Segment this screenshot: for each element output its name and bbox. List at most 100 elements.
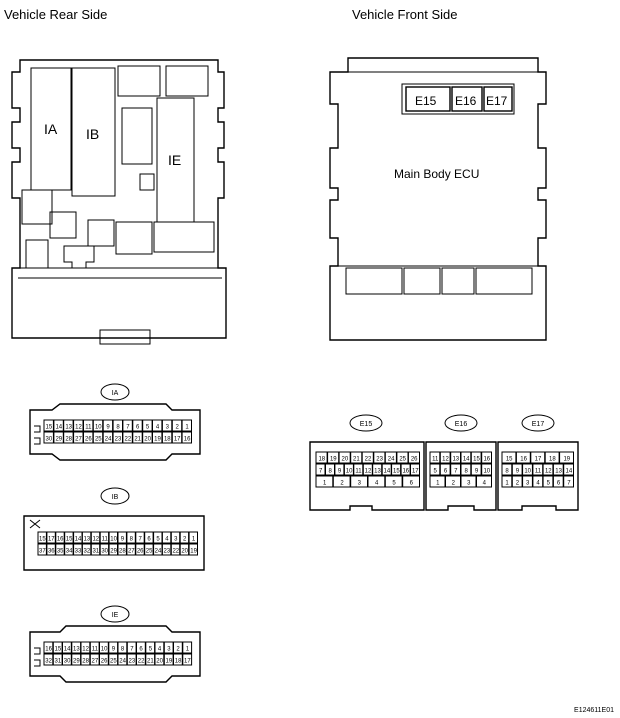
pin-number: 9 [106, 425, 110, 431]
pin-cell [117, 531, 127, 544]
pin-number: 9 [475, 469, 479, 475]
pin-number: 4 [536, 481, 540, 487]
pin-cell [188, 543, 199, 556]
pin-number: 19 [330, 457, 337, 463]
pin-cell [552, 475, 564, 488]
pin-number: 24 [388, 457, 395, 463]
pin-number: 8 [329, 469, 333, 475]
pin-number: 8 [116, 425, 120, 431]
pin-number: 5 [434, 469, 438, 475]
pin-number: 29 [73, 659, 80, 665]
pin-number: 14 [566, 469, 573, 475]
pin-cell [144, 531, 154, 544]
pin-number: 28 [82, 659, 89, 665]
pin-cell [384, 475, 403, 488]
pin-cell [179, 543, 190, 556]
pin-cell [161, 419, 173, 432]
pin-cell [332, 475, 351, 488]
pin-number: 16 [45, 647, 52, 653]
pin-number: 26 [137, 549, 144, 555]
pin-number: 29 [55, 437, 62, 443]
pin-cell [501, 463, 513, 476]
pin-number: 12 [545, 469, 552, 475]
pin-cell [181, 419, 193, 432]
pin-number: 14 [384, 469, 391, 475]
pin-number: 26 [85, 437, 92, 443]
pin-number: 18 [164, 437, 171, 443]
pin-number: 33 [75, 549, 82, 555]
pin-cell [542, 463, 554, 476]
pin-number: 17 [48, 537, 55, 543]
pin-cell [481, 463, 493, 476]
pin-number: 15 [46, 425, 53, 431]
pin-cell [522, 475, 533, 488]
connector-ie-tag: IE [112, 612, 119, 619]
pin-cell [522, 463, 533, 476]
pin-number: 5 [146, 425, 150, 431]
pin-number: 31 [55, 659, 62, 665]
pin-number: 16 [520, 457, 527, 463]
pin-number: 3 [166, 425, 170, 431]
pin-number: 17 [184, 659, 191, 665]
pin-number: 19 [166, 659, 173, 665]
pin-cell [501, 475, 513, 488]
pin-number: 17 [412, 469, 419, 475]
connector-ia-tag: IA [112, 390, 119, 397]
pin-number: 11 [85, 425, 92, 431]
pin-cell [559, 451, 574, 464]
rear-junction-block: IA IB IE [11, 59, 227, 345]
pin-cell [410, 463, 420, 476]
pin-number: 16 [483, 457, 490, 463]
pin-number: 5 [547, 481, 551, 487]
pin-number: 22 [172, 549, 179, 555]
pin-cell [439, 463, 451, 476]
pin-cell [179, 531, 190, 544]
pin-number: 24 [105, 437, 112, 443]
pin-number: 1 [323, 481, 327, 487]
pin-number: 24 [155, 549, 162, 555]
pin-cell [161, 543, 172, 556]
pin-cell [144, 543, 154, 556]
pin-number: 2 [516, 481, 520, 487]
rear-side-header: Vehicle Rear Side [4, 7, 107, 22]
pin-number: 14 [463, 457, 470, 463]
pin-number: 19 [563, 457, 570, 463]
pin-number: 23 [129, 659, 136, 665]
pin-number: 5 [156, 537, 160, 543]
pin-cell [439, 451, 451, 464]
pin-number: 20 [144, 437, 151, 443]
pin-number: 19 [154, 437, 161, 443]
pin-number: 4 [375, 481, 379, 487]
pin-number: 14 [55, 425, 62, 431]
pin-cell [43, 431, 54, 444]
pin-cell [563, 463, 575, 476]
pin-number: 6 [410, 481, 414, 487]
pin-number: 13 [65, 425, 72, 431]
pin-number: 28 [65, 437, 72, 443]
pin-number: 13 [84, 537, 91, 543]
pin-number: 13 [374, 469, 381, 475]
pin-cell [43, 641, 54, 654]
pin-number: 6 [136, 425, 140, 431]
pin-number: 4 [158, 647, 162, 653]
pin-number: 12 [365, 469, 372, 475]
pin-number: 18 [175, 659, 182, 665]
pin-number: 12 [442, 457, 449, 463]
pin-cell [182, 653, 193, 666]
pin-number: 1 [436, 481, 440, 487]
pin-number: 27 [75, 437, 82, 443]
pin-number: 9 [121, 537, 125, 543]
pin-number: 16 [402, 469, 409, 475]
pin-cell [161, 431, 173, 444]
pin-number: 13 [555, 469, 562, 475]
pin-number: 2 [340, 481, 344, 487]
pin-number: 9 [112, 647, 116, 653]
pin-number: 29 [110, 549, 117, 555]
